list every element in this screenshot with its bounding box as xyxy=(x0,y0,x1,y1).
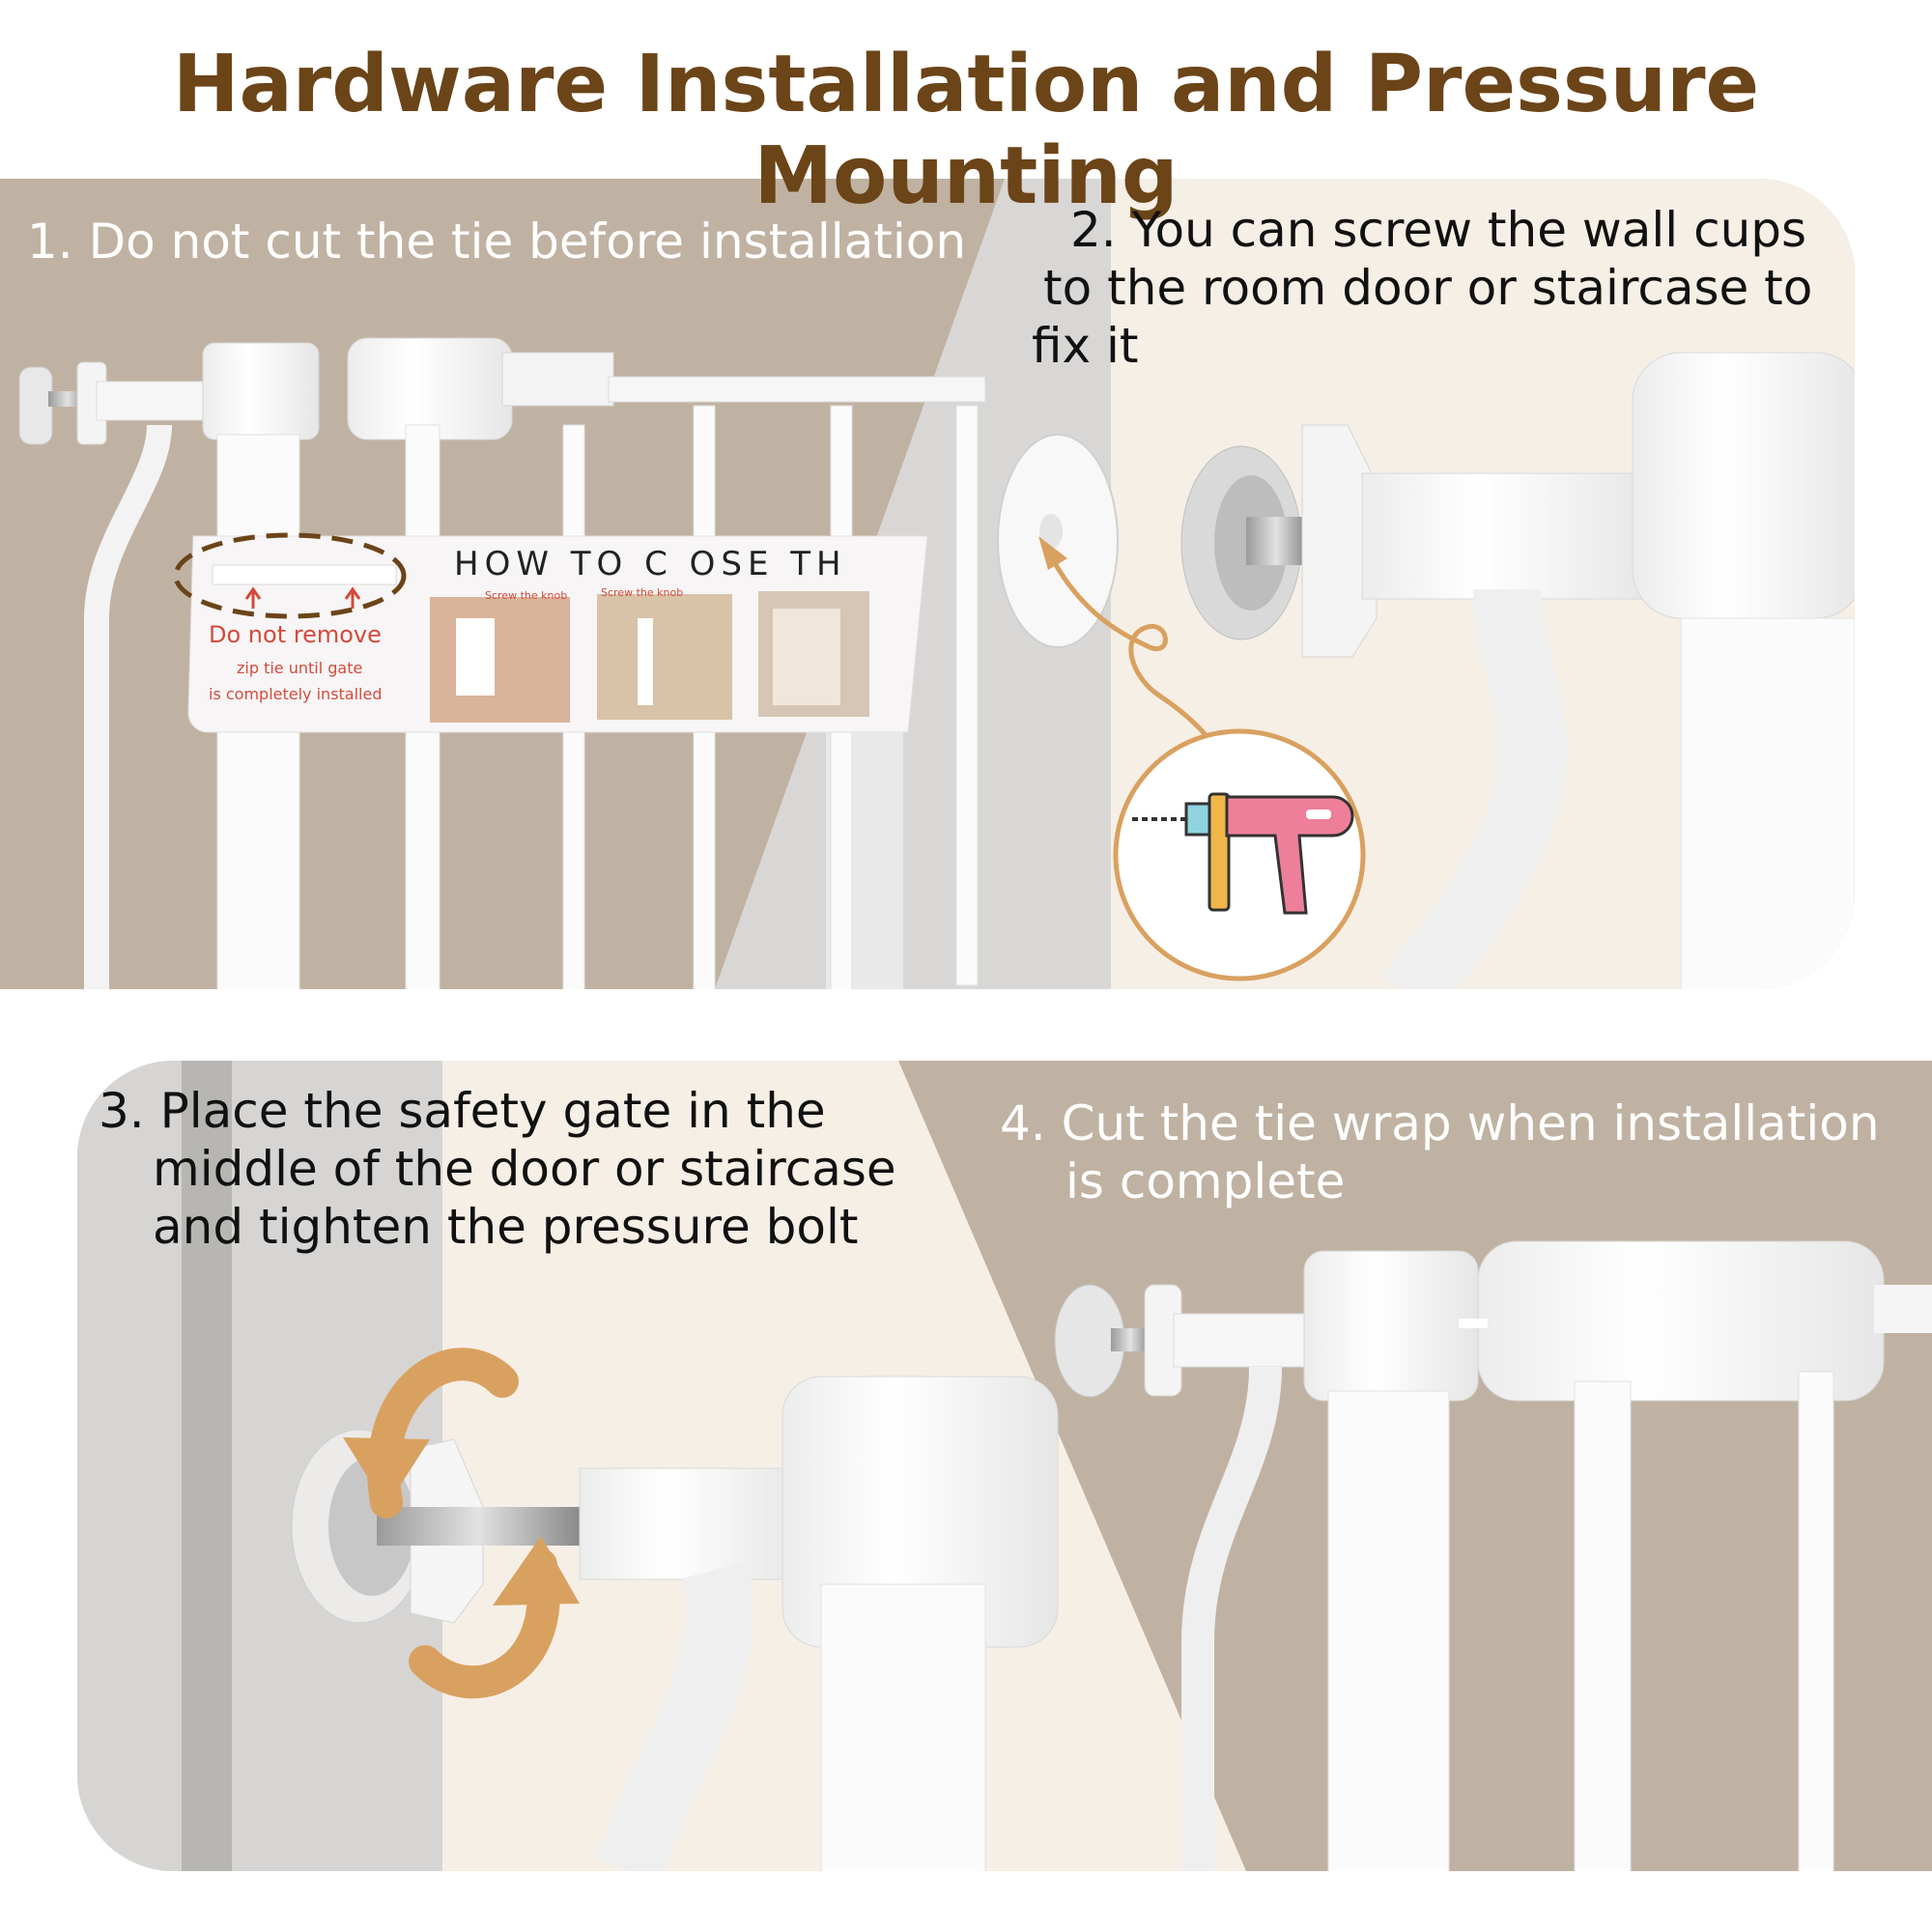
tag-heading: HOW TO C OSE TH xyxy=(454,545,847,583)
tag-caption-b: Screw the knob xyxy=(601,586,683,599)
step-4-line-2: is complete xyxy=(1065,1153,1346,1209)
step-3-line-3: and tighten the pressure bolt xyxy=(153,1199,859,1255)
bolt-housing-step2 xyxy=(1180,352,1855,989)
step-1-text: 1. Do not cut the tie before installatio… xyxy=(27,213,967,270)
top-panel xyxy=(0,179,1855,989)
rotate-arrows-icon xyxy=(343,1348,580,1699)
step-2-line-1: 2. You can screw the wall cups xyxy=(1070,202,1807,258)
pressure-bolt-illustration xyxy=(291,1376,1059,1871)
tag-warning: Do not remove xyxy=(209,621,382,648)
step-4-text: 4. Cut the tie wrap when installation is… xyxy=(1000,1094,1927,1210)
tag-caption-a: Screw the knob xyxy=(485,589,567,602)
gate-illustration-step1 xyxy=(18,337,986,989)
step-3-line-1: 3. Place the safety gate in the xyxy=(99,1083,826,1139)
wall-cup-illustration xyxy=(997,434,1119,648)
step-2-line-3: fix it xyxy=(1032,318,1139,374)
step-3-line-2: middle of the door or staircase xyxy=(153,1141,896,1197)
drill-icon xyxy=(1113,728,1366,981)
page-title: Hardware Installation and Pressure Mount… xyxy=(172,39,1760,222)
step-4-line-1: 4. Cut the tie wrap when installation xyxy=(1000,1095,1880,1151)
step-3-text: 3. Place the safety gate in the middle o… xyxy=(99,1082,949,1256)
tag-note-line2: is completely installed xyxy=(209,685,383,703)
gate-illustration-step4 xyxy=(1054,1240,1932,1871)
bottom-panel xyxy=(77,1061,1932,1871)
step-2-line-2: to the room door or staircase to xyxy=(1043,260,1813,316)
tag-note-line1: zip tie until gate xyxy=(237,659,362,677)
step-2-text: 2. You can screw the wall cups to the ro… xyxy=(1032,201,1882,375)
